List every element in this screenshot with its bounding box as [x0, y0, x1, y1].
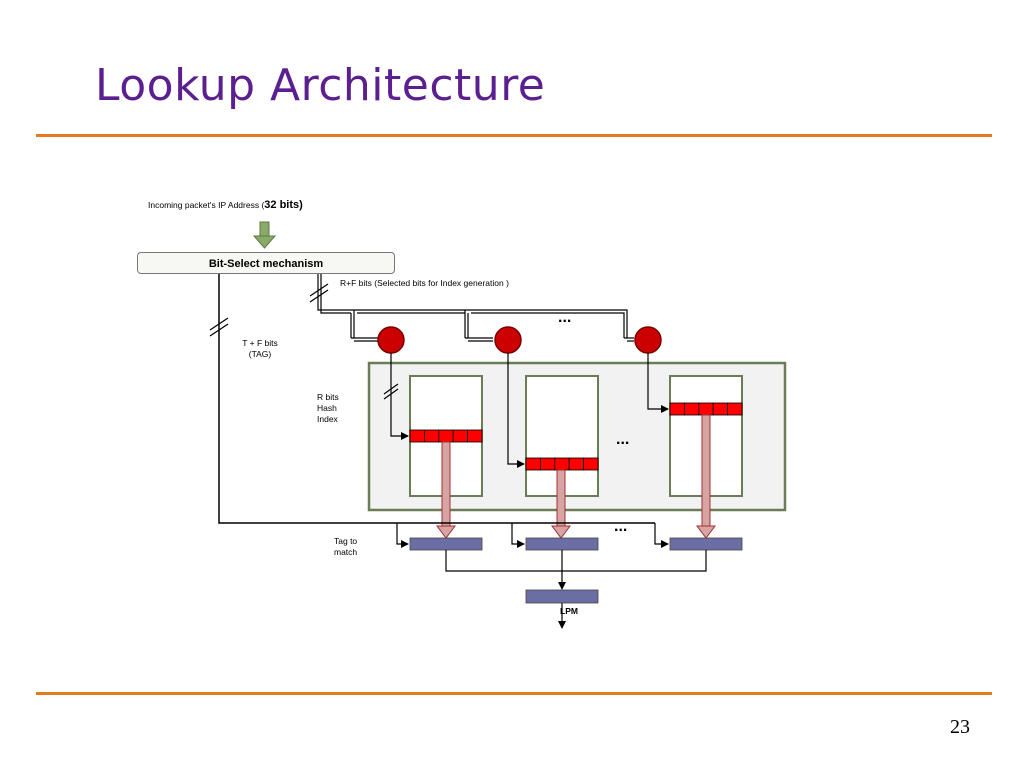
hash-index-arrows: [390, 353, 669, 468]
hash-function-node-1: [377, 326, 405, 354]
bottom-divider: [36, 692, 992, 695]
r-bits-label-line1: R bits: [317, 392, 339, 402]
tag-feed-arrows: [396, 523, 669, 548]
top-divider: [36, 134, 992, 137]
bucket-output-arrow-2: [551, 469, 571, 539]
tag-to-match-line2: match: [334, 547, 358, 557]
incoming-address-prefix: Incoming packet's IP Address (: [148, 200, 265, 210]
lpm-label: LPM: [560, 606, 578, 616]
ellipsis-hash-nodes: ...: [558, 309, 572, 326]
bit-select-mechanism-box: Bit-Select mechanism: [137, 252, 395, 274]
slide-title: Lookup Architecture: [95, 60, 546, 111]
tf-bits-label-line1: T + F bits: [242, 338, 278, 348]
tf-bits-label-line2: (TAG): [248, 349, 272, 359]
comparator-2: [525, 537, 599, 551]
r-bits-label-line2: Hash: [317, 403, 337, 413]
input-arrow: [252, 221, 277, 249]
incoming-address-label: Incoming packet's IP Address (32 bits): [148, 200, 303, 211]
hash-function-node-3: [634, 326, 662, 354]
bucket-row-2: [525, 457, 599, 471]
r-bits-label: R bits Hash Index: [317, 392, 339, 425]
bucket-output-arrow-1: [436, 441, 456, 539]
tag-to-match-line1: Tag to: [334, 536, 358, 546]
ellipsis-hash-tables: ...: [616, 431, 630, 448]
rf-bits-label: R+F bits (Selected bits for Index genera…: [340, 278, 509, 288]
bucket-row-1: [409, 429, 483, 443]
comparator-3: [669, 537, 743, 551]
lpm-selector: [525, 589, 599, 604]
ellipsis-comparators: ...: [614, 518, 628, 535]
bucket-output-arrow-3: [696, 414, 716, 539]
r-bits-label-line3: Index: [317, 414, 338, 424]
comparator-1: [409, 537, 483, 551]
page-number: 23: [950, 716, 970, 738]
tag-bus: [218, 274, 655, 524]
lpm-merge-lines: [445, 550, 707, 629]
rf-bits-bus: [317, 274, 634, 342]
tf-bits-label: T + F bits (TAG): [240, 338, 280, 360]
tag-to-match-label: Tag to match: [334, 536, 357, 558]
bucket-row-3: [669, 402, 743, 416]
hash-function-node-2: [494, 326, 522, 354]
incoming-address-bits: 32 bits): [264, 199, 303, 211]
